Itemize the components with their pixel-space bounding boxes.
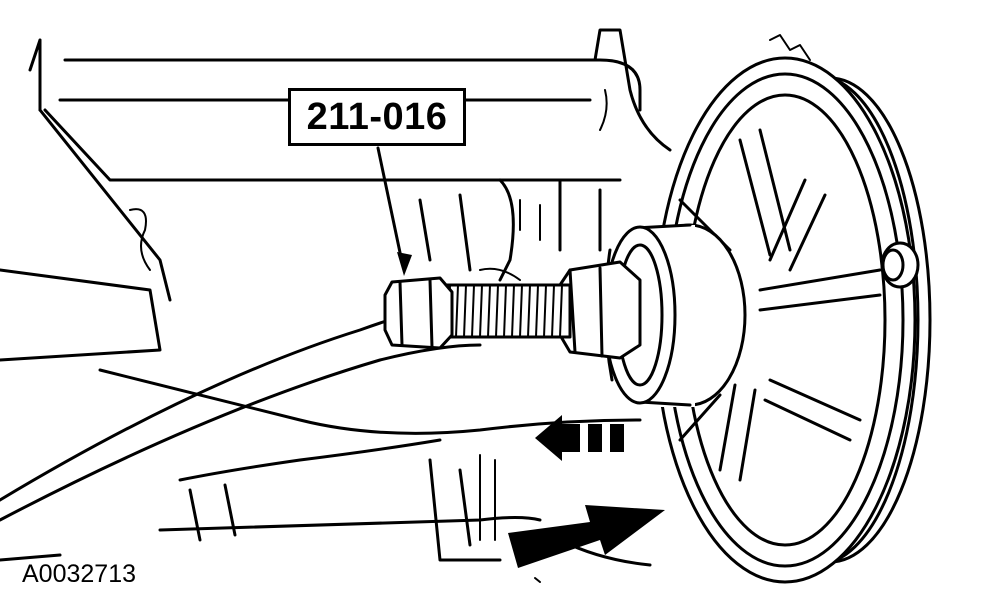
figure-id: A0032713 bbox=[22, 560, 137, 588]
remover-installer-tool-icon bbox=[383, 223, 747, 407]
tool-number-callout: 211-016 bbox=[288, 88, 466, 146]
installation-direction-arrow-icon bbox=[508, 505, 665, 568]
removal-direction-arrow-icon bbox=[535, 415, 624, 461]
crankshaft-pulley-icon bbox=[653, 56, 932, 584]
leader-line bbox=[376, 146, 412, 276]
engine-block-lines bbox=[0, 28, 811, 362]
